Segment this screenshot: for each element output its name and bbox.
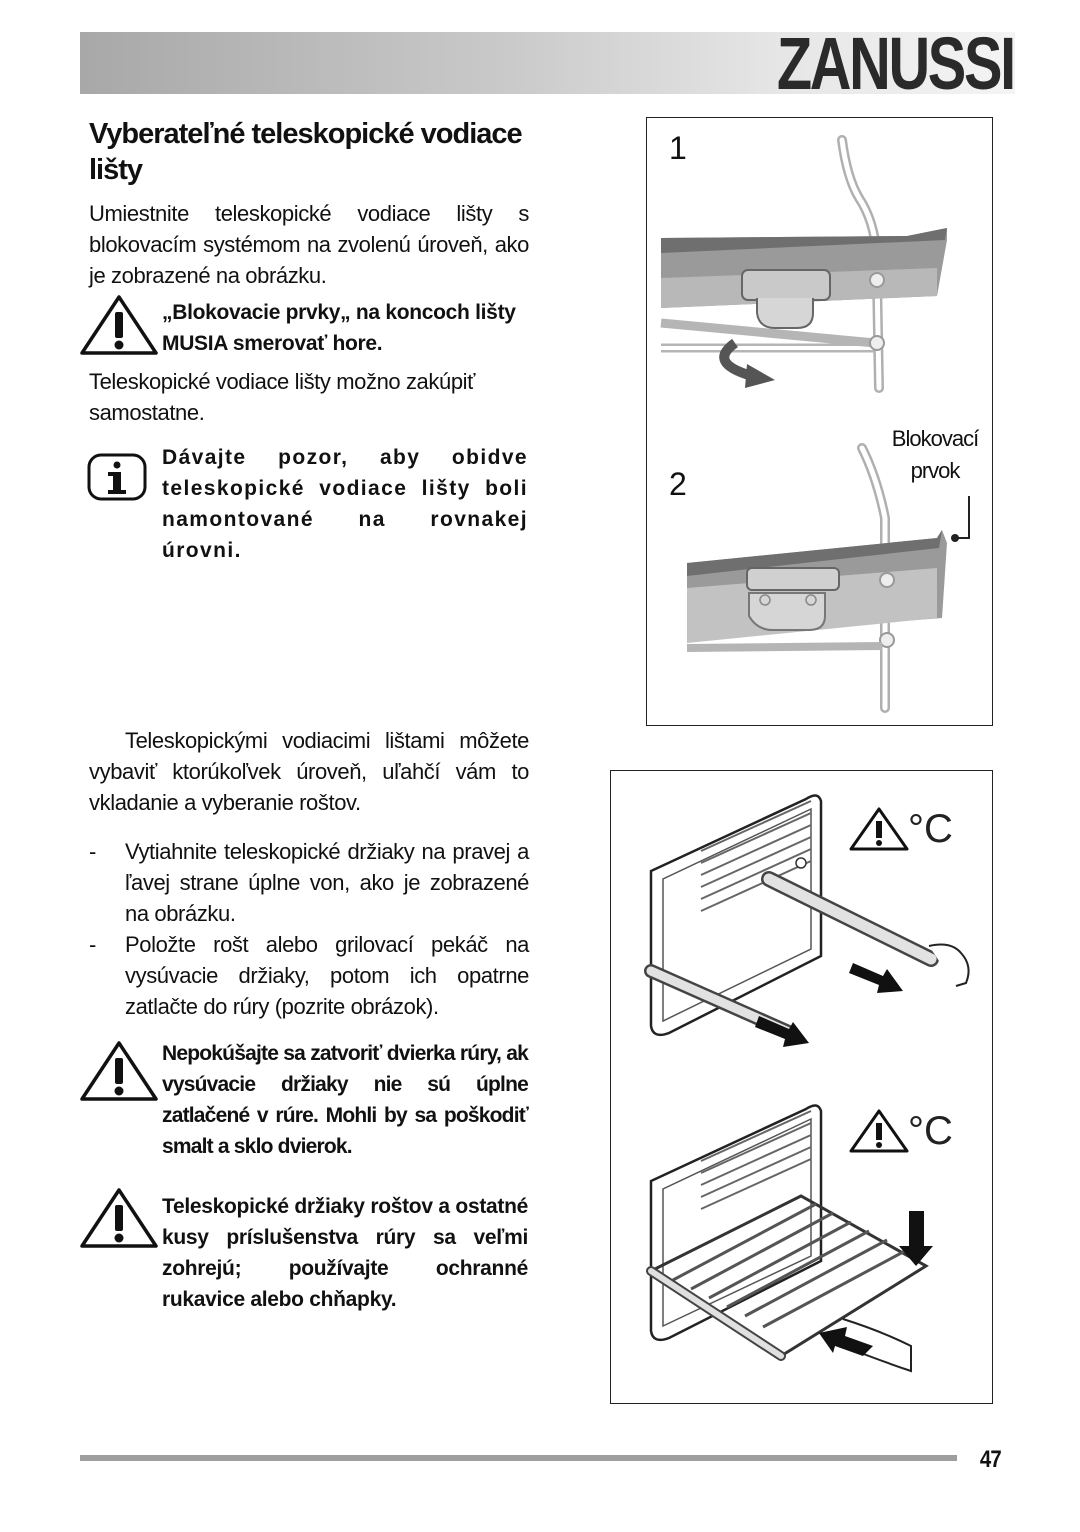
warning-close-door: Nepokúšajte sa zatvoriť dvierka rúry, ak… bbox=[162, 1042, 529, 1158]
steps-list: Vytiahnite teleskopické držiaky na prave… bbox=[89, 836, 529, 1022]
intro-paragraph: Umiestnite teleskopické vodiace lišty s … bbox=[89, 201, 529, 288]
callout-label: Blokovací prvok bbox=[885, 423, 985, 487]
figure-rails-installation: 1 2 Blokovací prvok bbox=[646, 117, 993, 726]
hot-warning-icon bbox=[849, 1109, 909, 1153]
rails-paragraph: Teleskopickými vodiacimi lištami môžete … bbox=[89, 728, 529, 815]
warning-icon bbox=[80, 1041, 158, 1101]
info-same-level: Dávajte pozor, aby obidve teleskopické v… bbox=[162, 446, 528, 562]
brand-logo: ZANUSSI bbox=[777, 22, 1016, 105]
figure-label-2: 2 bbox=[669, 466, 687, 502]
warning-hot-parts: Teleskopické držiaky roštov a ostatné ku… bbox=[162, 1195, 528, 1311]
info-icon bbox=[87, 453, 147, 501]
temperature-symbol: °C bbox=[908, 1109, 953, 1153]
page-number: 47 bbox=[979, 1446, 1002, 1473]
list-item: Vytiahnite teleskopické držiaky na prave… bbox=[89, 836, 529, 929]
list-item: Položte rošt alebo grilovací pekáč na vy… bbox=[89, 929, 529, 1022]
figure-oven-shelf: °C °C bbox=[610, 770, 993, 1404]
rails-illustration bbox=[660, 135, 970, 713]
oven-illustration bbox=[644, 794, 970, 1373]
callout-line-2: prvok bbox=[910, 458, 961, 483]
temperature-symbol: °C bbox=[908, 807, 953, 851]
warning-icon bbox=[80, 295, 158, 355]
warning-blocking-elements: „Blokovacie prvky„ na koncoch lišty MUSI… bbox=[162, 301, 516, 355]
footer-rule bbox=[80, 1455, 957, 1461]
figure-label-1: 1 bbox=[669, 130, 687, 166]
header-bar bbox=[80, 32, 1015, 94]
page-title: Vyberateľné teleskopické vodiace lišty bbox=[89, 118, 523, 186]
purchase-note: Teleskopické vodiace lišty možno zakúpiť… bbox=[89, 369, 475, 425]
hot-warning-icon bbox=[849, 807, 909, 851]
callout-line-1: Blokovací bbox=[891, 426, 979, 451]
warning-icon bbox=[80, 1188, 158, 1248]
